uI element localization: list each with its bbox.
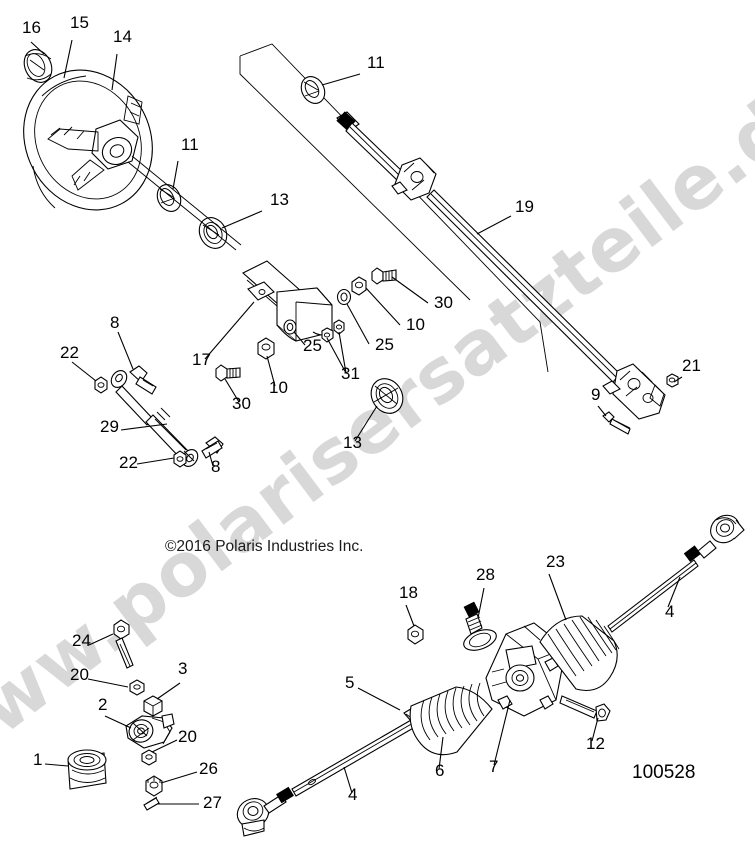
callout-25-lower[interactable]: 25	[303, 336, 322, 355]
callout-23[interactable]: 23	[546, 552, 565, 571]
part-washer-20-lower	[141, 749, 157, 766]
callout-9[interactable]: 9	[591, 385, 600, 404]
callout-17[interactable]: 17	[192, 350, 211, 369]
callout-16[interactable]: 16	[22, 18, 41, 37]
callout-18[interactable]: 18	[399, 583, 418, 602]
part-bolt-24	[113, 619, 134, 669]
callout-15[interactable]: 15	[70, 13, 89, 32]
part-steering-shaft-19	[336, 111, 666, 420]
part-cap-16	[23, 49, 53, 83]
part-castle-nut-26	[145, 775, 163, 797]
part-spacer-3	[143, 695, 163, 717]
part-tie-rod-4-right	[607, 514, 745, 633]
callout-13-lower[interactable]: 13	[343, 433, 362, 452]
callout-25-upper[interactable]: 25	[375, 335, 394, 354]
part-bearing-13-lower	[370, 378, 404, 414]
callout-22-upper[interactable]: 22	[60, 343, 79, 362]
part-flange-bolt-30-lower	[215, 364, 241, 382]
callout-8-upper[interactable]: 8	[110, 313, 119, 332]
callout-20-upper[interactable]: 20	[70, 665, 89, 684]
callout-20-lower[interactable]: 20	[178, 727, 197, 746]
copyright-notice: ©2016 Polaris Industries Inc.	[165, 538, 363, 555]
callout-26[interactable]: 26	[199, 759, 218, 778]
callout-27[interactable]: 27	[203, 793, 222, 812]
part-bushing-housing-1	[67, 749, 107, 790]
callout-5[interactable]: 5	[345, 673, 354, 692]
callout-28[interactable]: 28	[476, 565, 495, 584]
callout-10-lower[interactable]: 10	[269, 378, 288, 397]
part-locknut-22-upper	[94, 376, 108, 394]
diagram-part-number: 100528	[632, 762, 695, 783]
part-cotter-pin-27	[143, 796, 160, 811]
part-spacer-10-lower	[257, 337, 275, 360]
part-nut-21	[666, 373, 679, 388]
callout-29[interactable]: 29	[100, 417, 119, 436]
callout-14[interactable]: 14	[113, 27, 132, 46]
callout-12[interactable]: 12	[586, 734, 605, 753]
part-boot-6-left	[409, 682, 493, 756]
part-locknut-22-lower	[173, 450, 187, 468]
part-washer-25-upper	[336, 288, 352, 306]
leader-lines	[30, 39, 683, 805]
callout-30-lower[interactable]: 30	[232, 394, 251, 413]
callout-6[interactable]: 6	[435, 761, 444, 780]
part-boot-23-right	[539, 615, 620, 692]
part-nut-31-b	[333, 319, 345, 335]
part-washer-20-upper	[129, 679, 145, 696]
callout-19[interactable]: 19	[515, 197, 534, 216]
callout-8-lower[interactable]: 8	[211, 457, 220, 476]
callout-4-right[interactable]: 4	[665, 602, 674, 621]
part-bolt-12	[559, 695, 611, 722]
callout-3[interactable]: 3	[178, 659, 187, 678]
callout-4-left[interactable]: 4	[348, 785, 357, 804]
part-steering-column-shaft	[127, 155, 242, 251]
part-bushing-11-upper	[300, 76, 326, 104]
callout-10-upper[interactable]: 10	[406, 315, 425, 334]
part-steering-arm-2	[125, 713, 175, 749]
part-spacer-10-upper	[351, 276, 367, 296]
callout-numbers: 16 15 14 11 11 13 19 30 10 25 8 17 22 25…	[22, 13, 701, 812]
callout-30-upper[interactable]: 30	[434, 293, 453, 312]
callout-24[interactable]: 24	[72, 631, 91, 650]
part-bolt-9	[602, 411, 631, 435]
part-ball-stud-8-lower	[201, 436, 224, 459]
part-tie-rod-4-left	[236, 715, 423, 837]
callout-11-upper[interactable]: 11	[367, 53, 385, 72]
callout-31[interactable]: 31	[341, 364, 360, 383]
part-nut-31-a	[321, 327, 334, 343]
callout-22-lower[interactable]: 22	[119, 453, 138, 472]
part-nut-18	[407, 624, 424, 645]
callout-2[interactable]: 2	[98, 695, 107, 714]
part-ball-stud-8-upper	[129, 365, 157, 395]
part-steering-wheel-14	[23, 69, 153, 211]
callout-7[interactable]: 7	[489, 757, 498, 776]
callout-13-upper[interactable]: 13	[270, 190, 289, 209]
callout-1[interactable]: 1	[33, 750, 42, 769]
callout-21[interactable]: 21	[682, 356, 701, 375]
part-washer-25-lower	[283, 319, 297, 335]
callout-11-lower[interactable]: 11	[181, 135, 199, 154]
